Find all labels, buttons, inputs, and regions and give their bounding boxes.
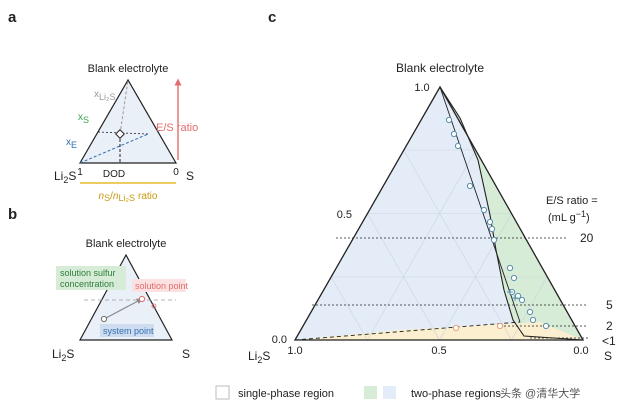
panel-a: a Blank electrolyte E/S ratio xLi₂S xS x… (8, 9, 198, 203)
panel-b-system-box (100, 324, 154, 337)
legend-two-phase-label: two-phase regions (411, 388, 501, 400)
panel-a-xe-guide (79, 133, 149, 164)
panel-c-s-vertex: S (604, 349, 612, 363)
panel-a-li2s-vertex: Li2S (54, 169, 76, 185)
panel-b-s-vertex: S (182, 347, 190, 361)
es-value-20: 20 (580, 231, 594, 245)
panel-a-xe-label: xE (66, 137, 77, 150)
es-header-2: (mL g−1) (548, 209, 590, 224)
axis-top-label: 1.0 (414, 82, 429, 94)
panel-b: b Blank electrolyte solution sulfur conc… (8, 206, 190, 363)
panel-a-tick-left: 1 (77, 167, 83, 178)
panel-c-triangle (293, 85, 585, 341)
panel-a-dod-label: DOD (103, 169, 125, 180)
legend: single-phase region two-phase regions 头条… (215, 385, 580, 400)
panel-b-system-point-label: system point (103, 326, 154, 336)
panel-b-sulfur-line2: concentration (60, 279, 114, 289)
panel-b-arrow (105, 298, 143, 319)
panel-b-li2s-vertex: Li2S (52, 347, 74, 363)
axis-mid-label: 0.5 (337, 209, 352, 221)
experimental-markers (445, 116, 550, 332)
panel-b-system-marker (100, 315, 108, 323)
panel-c: c Blank electrolyte (248, 9, 616, 365)
panel-a-triangle (78, 78, 178, 164)
es-header-1: E/S ratio = (546, 195, 598, 207)
panel-b-letter: b (8, 206, 17, 223)
legend-swatch-green (364, 386, 377, 399)
panel-b-solution-marker (138, 295, 146, 303)
tie-line-yellow (294, 321, 521, 341)
panel-a-xli2s-label: xLi₂S (94, 89, 116, 102)
panel-b-solution-point-label: solution point (135, 281, 189, 291)
es-value-2: 2 (606, 319, 613, 333)
cross-markers (507, 289, 518, 301)
panel-c-li2s-vertex: Li2S (248, 349, 270, 365)
es-value-5: 5 (606, 298, 613, 312)
panel-a-xli2s-guide (119, 79, 129, 135)
legend-swatch-blue (383, 386, 396, 399)
panel-a-letter: a (8, 9, 17, 26)
panel-a-tick-right: 0 (173, 167, 179, 178)
base-label-0: 1.0 (287, 345, 302, 357)
panel-b-solution-box (132, 279, 186, 292)
legend-single-label: single-phase region (238, 388, 334, 400)
panel-c-title: Blank electrolyte (396, 61, 484, 75)
panel-a-es-label: E/S ratio (156, 122, 198, 134)
es-value-lt1: <1 (602, 334, 616, 348)
panel-a-system-marker (115, 129, 125, 139)
panel-b-title: Blank electrolyte (86, 238, 167, 250)
panel-b-solution-marker-2 (151, 303, 157, 309)
axis-bottom-label: 0.0 (272, 334, 287, 346)
watermark: 头条 @清华大学 (500, 386, 580, 400)
base-label-2: 0.0 (573, 345, 588, 357)
panel-b-sulfur-box (56, 266, 126, 290)
base-label-1: 0.5 (431, 345, 446, 357)
panel-c-inner-edge (439, 86, 521, 323)
legend-swatch-single (215, 385, 230, 400)
panel-a-title: Blank electrolyte (88, 63, 169, 75)
two-phase-region-yellow (295, 322, 583, 340)
panel-a-s-vertex: S (186, 169, 194, 183)
panel-c-grid (330, 149, 548, 341)
panel-a-xs-label: xS (78, 112, 89, 125)
panel-b-sulfur-line1: solution sulfur (60, 268, 116, 278)
panel-c-letter: c (268, 9, 276, 26)
